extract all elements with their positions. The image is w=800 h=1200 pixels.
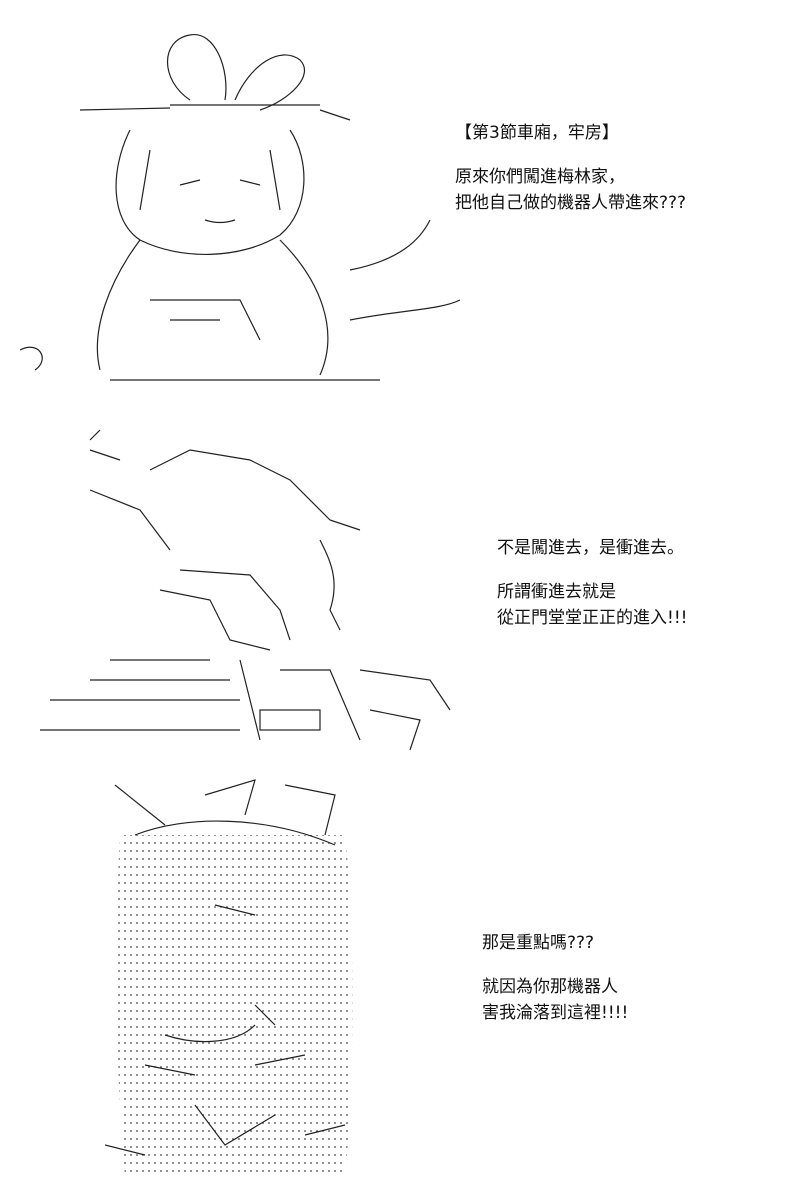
dialogue-gap (455, 146, 686, 164)
dialogue-line: 所謂衝進去就是 (497, 582, 616, 602)
dialogue-line: 把他自己做的機器人帶進來??? (455, 193, 687, 213)
panel-2: 不是闖進去，是衝進去。 所謂衝進去就是 從正門堂堂正正的進入!!! (0, 400, 800, 770)
dialogue-gap (482, 956, 628, 974)
dialogue-gap (497, 561, 687, 579)
panel-1: 【第3節車廂，牢房】 原來你們闖進梅林家， 把他自己做的機器人帶進來??? (0, 0, 800, 400)
dialogue-line: 從正門堂堂正正的進入!!! (497, 608, 688, 628)
dialogue-1: 【第3節車廂，牢房】 原來你們闖進梅林家， 把他自己做的機器人帶進來??? (455, 120, 686, 216)
dialogue-line: 害我淪落到這裡!!!! (482, 1003, 629, 1023)
dialogue-line: 就因為你那機器人 (482, 977, 618, 997)
dialogue-line: 不是闖進去，是衝進去。 (497, 538, 684, 558)
girl-with-bow-ascii-art (20, 20, 460, 390)
dialogue-3: 那是重點嗎??? 就因為你那機器人 害我淪落到這裡!!!! (482, 930, 628, 1026)
girl-on-rubble-ascii-art (30, 410, 460, 760)
bunny-girl-ascii-art (105, 775, 365, 1185)
dialogue-line: 原來你們闖進梅林家， (455, 167, 625, 187)
dialogue-line: 那是重點嗎??? (482, 933, 595, 953)
dialogue-line: 【第3節車廂，牢房】 (455, 123, 619, 143)
panel-3: 那是重點嗎??? 就因為你那機器人 害我淪落到這裡!!!! (0, 770, 800, 1200)
dialogue-2: 不是闖進去，是衝進去。 所謂衝進去就是 從正門堂堂正正的進入!!! (497, 535, 687, 631)
